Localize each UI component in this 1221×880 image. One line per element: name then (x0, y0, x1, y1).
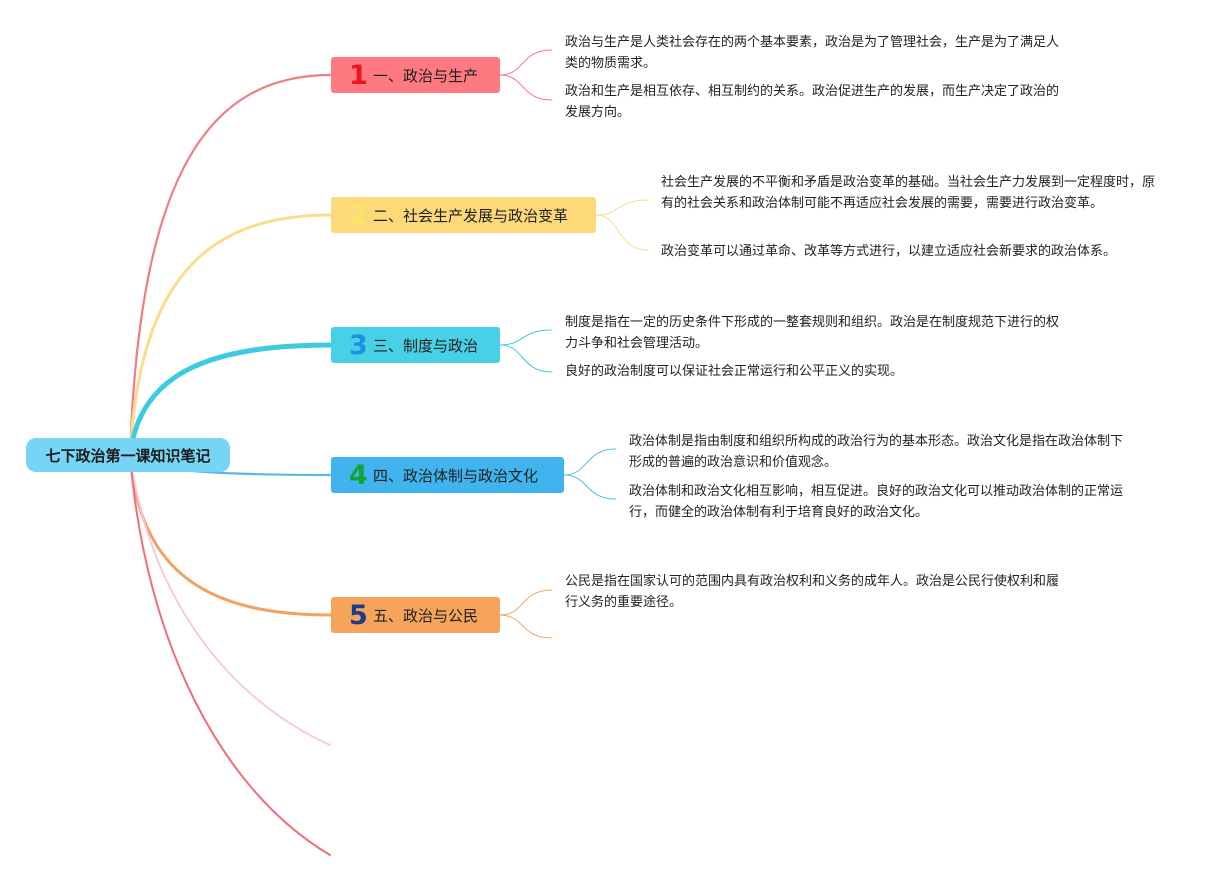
branch-label-1: 一、政治与生产 (373, 66, 479, 85)
leaf-1-2: 政治和生产是相互依存、相互制约的关系。政治促进生产的发展，而生产决定了政治的发展… (565, 84, 1060, 120)
branch-label-2: 二、社会生产发展与政治变革 (373, 206, 569, 225)
connector-branch-1-leaf-2 (499, 74, 553, 101)
connector-root-branch-5 (128, 453, 333, 617)
connector-branch-3-leaf-2 (499, 344, 553, 373)
root-node[interactable]: 七下政治第一课知识笔记 (26, 438, 230, 472)
root-label: 七下政治第一课知识笔记 (45, 446, 211, 465)
connector-branch-4-leaf-2 (563, 474, 617, 500)
leaf-3-1: 制度是指在一定的历史条件下形成的一整套规则和组织。政治是在制度规范下进行的权力斗… (565, 315, 1060, 351)
branch-label-3: 三、制度与政治 (373, 336, 479, 355)
leaf-1-1: 政治与生产是人类社会存在的两个基本要素，政治是为了管理社会，生产是为了满足人类的… (565, 35, 1060, 71)
leaf-2-2: 政治变革可以通过革命、改革等方式进行，以建立适应社会新要求的政治体系。 (661, 244, 1117, 259)
branch-node-3[interactable]: 3 三、制度与政治 (331, 327, 500, 363)
branch-number-4: 4 (349, 459, 368, 491)
connector-extra-2 (129, 454, 331, 856)
branch-node-4[interactable]: 4 四、政治体制与政治文化 (331, 457, 564, 493)
branch-number-2: 2 (349, 199, 368, 231)
connector-root-branch-1 (128, 73, 333, 457)
connector-extra-1 (129, 454, 331, 746)
connector-branch-2-leaf-2 (595, 214, 649, 251)
leaf-3-2: 良好的政治制度可以保证社会正常运行和公平正义的实现。 (565, 364, 904, 379)
branch-number-5: 5 (349, 599, 368, 631)
connector-root-branch-3 (127, 342, 334, 458)
branch-number-3: 3 (349, 329, 368, 361)
connector-branch-3-leaf-1 (499, 329, 553, 346)
connector-branch-1-leaf-1 (499, 49, 553, 76)
branch-number-1: 1 (349, 59, 368, 91)
connector-branch-5-leaf-2 (499, 614, 553, 639)
connector-branch-5-leaf-1 (499, 589, 553, 616)
connector-branch-4-leaf-1 (563, 448, 617, 476)
connector-root-branch-2 (128, 213, 333, 457)
branch-node-1[interactable]: 1 一、政治与生产 (331, 57, 500, 93)
leaf-2-1: 社会生产发展的不平衡和矛盾是政治变革的基础。当社会生产力发展到一定程度时，原有的… (661, 175, 1156, 211)
branch-node-2[interactable]: 2 二、社会生产发展与政治变革 (331, 197, 596, 233)
branch-node-5[interactable]: 5 五、政治与公民 (331, 597, 500, 633)
leaf-4-1: 政治体制是指由制度和组织所构成的政治行为的基本形态。政治文化是指在政治体制下形成… (629, 434, 1124, 470)
connector-branch-2-leaf-1 (595, 199, 649, 216)
leaf-4-2: 政治体制和政治文化相互影响，相互促进。良好的政治文化可以推动政治体制的正常运行，… (629, 484, 1124, 520)
branch-label-4: 四、政治体制与政治文化 (373, 466, 539, 485)
branch-label-5: 五、政治与公民 (373, 606, 479, 625)
leaf-5-1: 公民是指在国家认可的范围内具有政治权利和义务的成年人。政治是公民行使权利和履行义… (565, 574, 1060, 610)
